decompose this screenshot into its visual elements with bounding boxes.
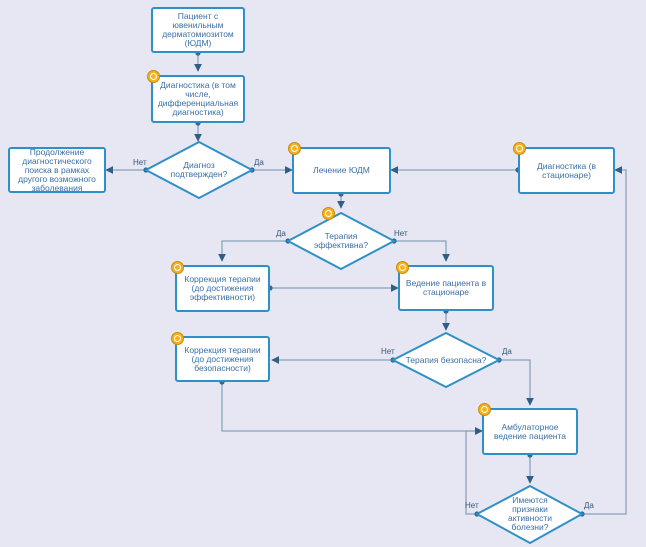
branch-label-activity-no: Нет [465, 501, 479, 510]
node-diagnostics-hospital: Диагностика (в стационаре) [518, 147, 615, 194]
node-correction-safety: Коррекция терапии (до достижения безопас… [175, 336, 270, 382]
node-treatment-jdm: Лечение ЮДМ [292, 147, 391, 194]
edge-effective-no [394, 240, 450, 262]
decision-therapy-effective-shape [285, 211, 397, 271]
warning-badge-icon [147, 70, 160, 83]
node-patient-jdm: Пациент с ювенильным дерматомиозитом (ЮД… [151, 7, 245, 53]
node-hospital-management: Ведение пациента в стационаре [398, 265, 494, 311]
warning-badge-icon [478, 403, 491, 416]
decision-activity-signs-shape [474, 484, 585, 545]
decision-diagnosis-confirmed-shape [143, 140, 255, 200]
edge-effective-yes [218, 240, 288, 262]
warning-badge-icon [322, 207, 335, 220]
decision-therapy-effective-label: Терапия эффективна? [313, 231, 369, 250]
warning-badge-icon [171, 332, 184, 345]
node-continue-search: Продолжение диагностического поиска в ра… [8, 147, 106, 193]
edge-safe-yes [499, 359, 534, 406]
branch-label-effective-yes: Да [276, 229, 286, 238]
edge-activity-no [465, 427, 483, 515]
branch-label-safe-no: Нет [381, 347, 395, 356]
decision-diagnosis-confirmed-label: Диагноз подтвержден? [170, 160, 228, 179]
node-diagnostics: Диагностика (в том числе, дифференциальн… [151, 75, 245, 123]
decision-therapy-safe-shape [390, 331, 502, 389]
warning-badge-icon [171, 261, 184, 274]
decision-activity-signs-label: Имеются признаки активности болезни? [507, 495, 552, 532]
branch-label-safe-yes: Да [502, 347, 512, 356]
edge-activity-yes [582, 166, 627, 515]
node-correction-efficacy: Коррекция терапии (до достижения эффекти… [175, 265, 270, 312]
branch-label-diagnosis-no: Нет [133, 158, 147, 167]
warning-badge-icon [396, 261, 409, 274]
decision-therapy-safe-label: Терапия безопасна? [405, 354, 487, 365]
node-outpatient: Амбулаторное ведение пациента [482, 408, 578, 455]
branch-label-activity-yes: Да [584, 501, 594, 510]
edge-correction-to-outpatient [221, 382, 483, 435]
warning-badge-icon [288, 142, 301, 155]
warning-badge-icon [513, 142, 526, 155]
branch-label-diagnosis-yes: Да [254, 158, 264, 167]
branch-label-effective-no: Нет [394, 229, 408, 238]
